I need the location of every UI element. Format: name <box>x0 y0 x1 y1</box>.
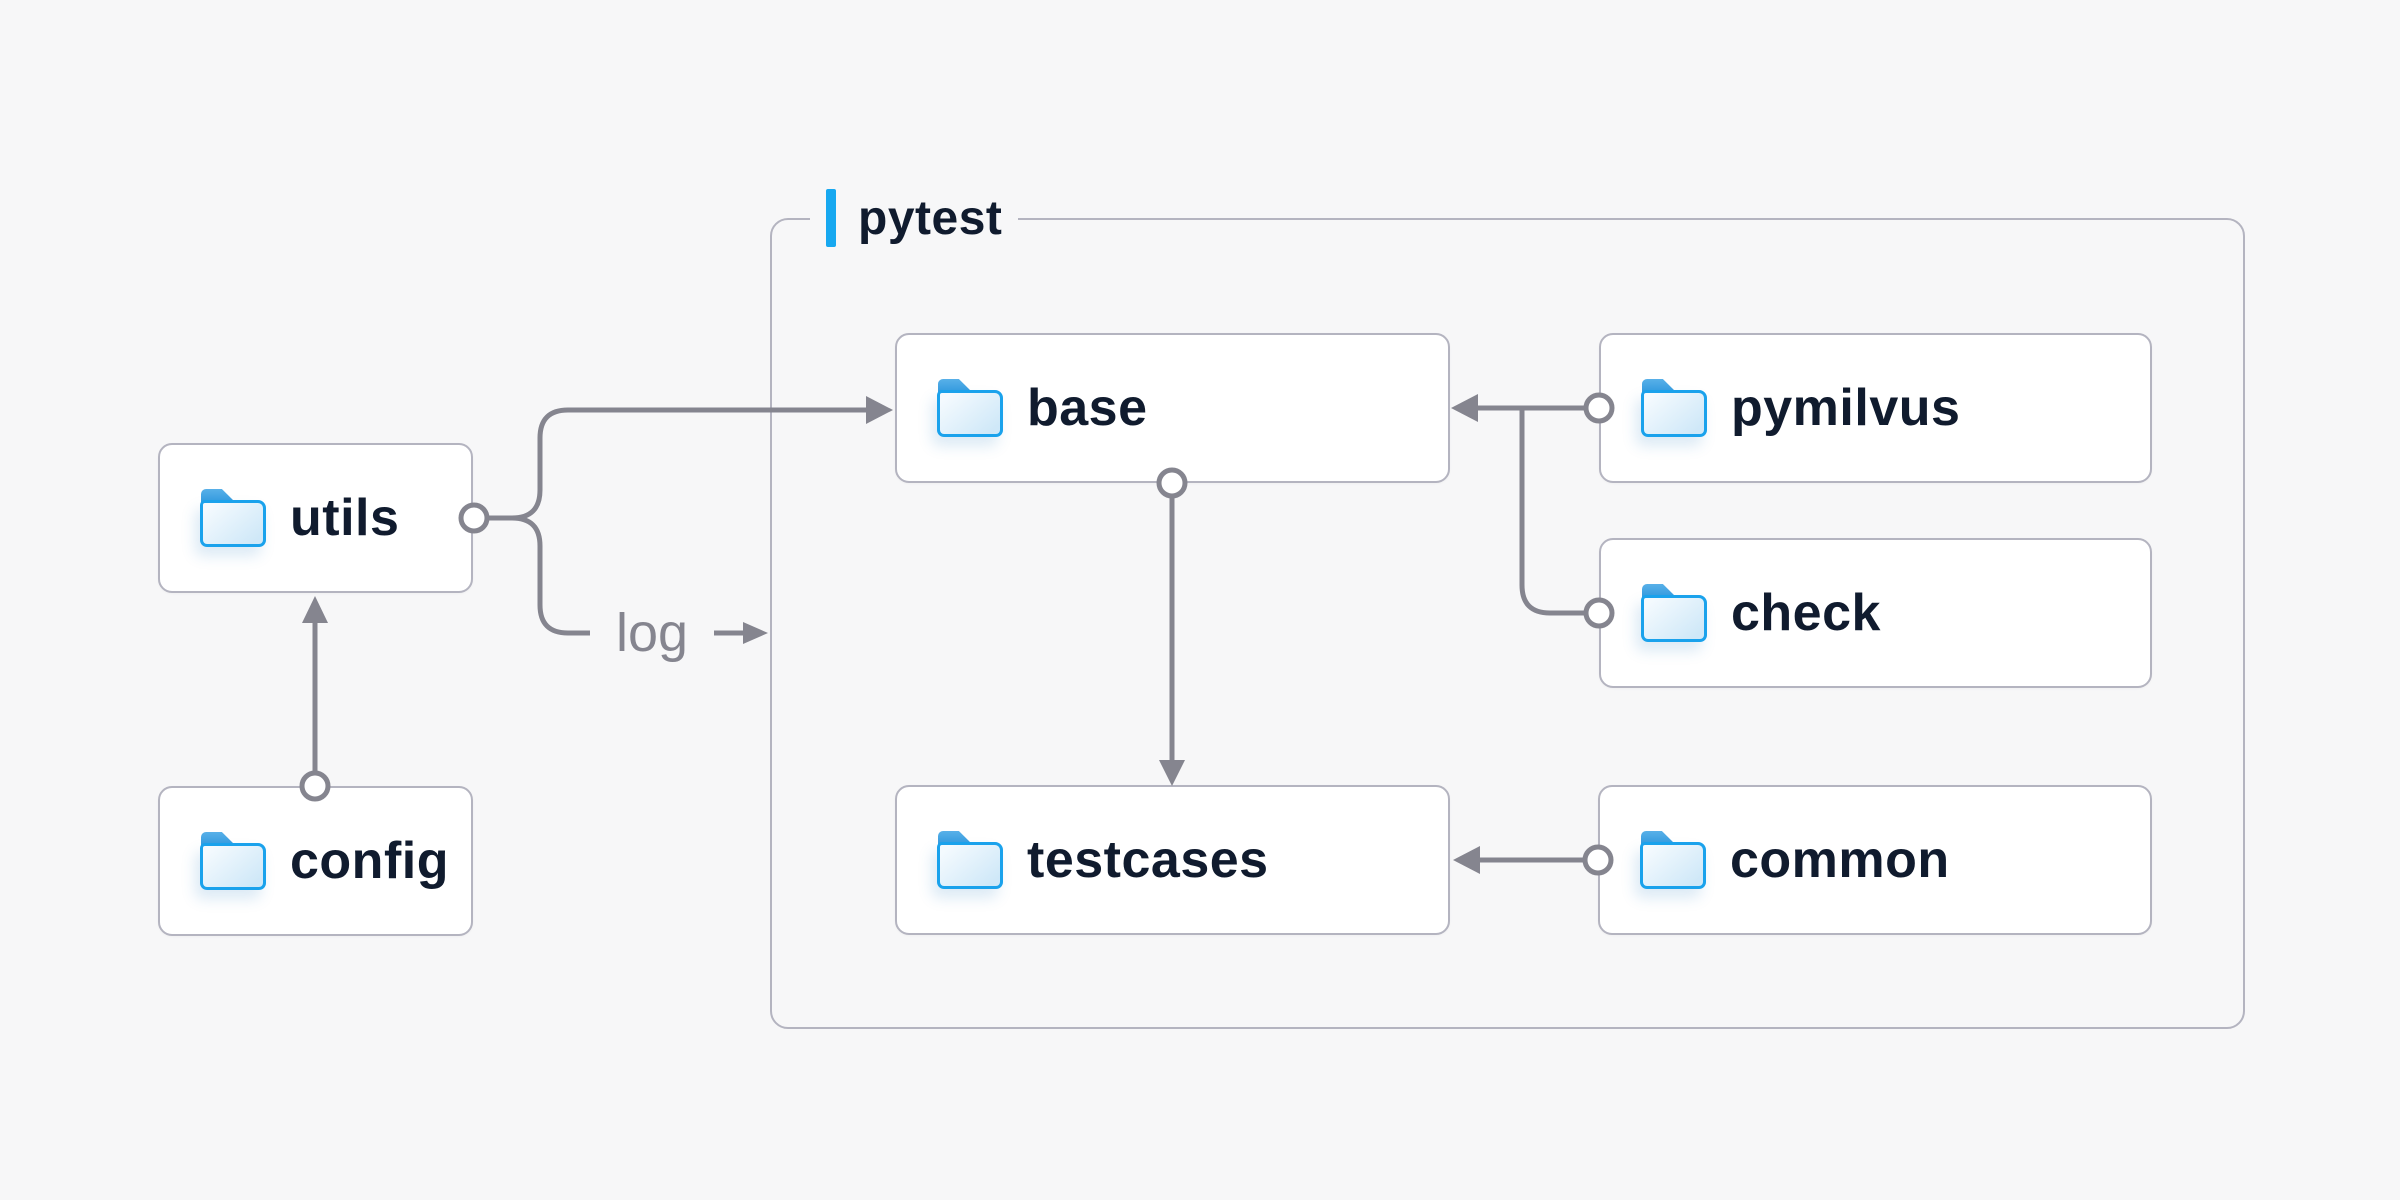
folder-icon <box>937 831 1003 889</box>
node-label: testcases <box>1027 831 1269 889</box>
node-utils: utils <box>158 443 473 593</box>
folder-icon <box>200 489 266 547</box>
node-testcases: testcases <box>895 785 1450 935</box>
node-label: pymilvus <box>1731 379 1961 437</box>
node-config: config <box>158 786 473 936</box>
folder-icon <box>1641 379 1707 437</box>
pytest-group-label: pytest <box>810 186 1019 250</box>
accent-bar-icon <box>826 189 836 247</box>
group-title: pytest <box>858 191 1003 245</box>
folder-icon <box>937 379 1003 437</box>
node-label: utils <box>290 489 400 547</box>
node-label: base <box>1027 379 1148 437</box>
edge-utils-log <box>489 515 590 636</box>
folder-icon <box>1641 584 1707 642</box>
pytest-group-container <box>770 218 2245 1029</box>
node-label: config <box>290 832 449 890</box>
arrowhead-into-utils-bottom <box>302 596 328 623</box>
node-common: common <box>1598 785 2152 935</box>
node-check: check <box>1599 538 2152 688</box>
node-base: base <box>895 333 1450 483</box>
node-label: check <box>1731 584 1881 642</box>
node-pymilvus: pymilvus <box>1599 333 2152 483</box>
folder-icon <box>1640 831 1706 889</box>
folder-icon <box>200 832 266 890</box>
arrowhead-log-into-group <box>743 622 768 644</box>
node-label: common <box>1730 831 1950 889</box>
edge-label-log: log <box>615 603 689 663</box>
